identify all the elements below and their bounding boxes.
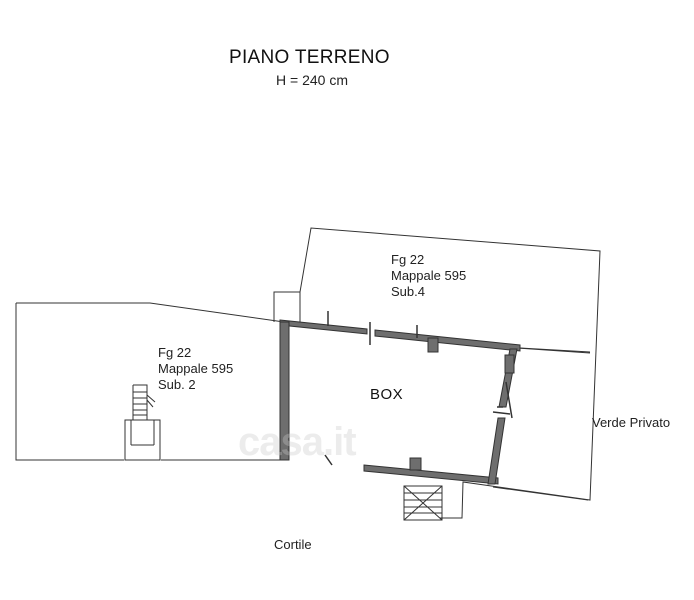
left-parcel-mappale: Mappale 595 [158,361,234,376]
upper-parcel-sub: Sub.4 [391,284,425,299]
box-walls [279,319,521,485]
courtyard-label: Cortile [274,537,312,552]
watermark: casa.it [238,420,357,464]
left-stair [124,384,161,461]
lower-stair [403,485,443,521]
garden-label: Verde Privato [592,415,671,430]
room-label-box: BOX [370,386,404,403]
upper-parcel-fg: Fg 22 [391,252,425,267]
left-parcel-sub: Sub. 2 [158,377,196,392]
plan-title: PIANO TERRENO [229,47,390,68]
left-parcel-fg: Fg 22 [158,345,192,360]
upper-parcel-mappale: Mappale 595 [391,268,467,283]
left-parcel-outline [15,302,286,461]
height-note: H = 240 cm [276,72,348,88]
